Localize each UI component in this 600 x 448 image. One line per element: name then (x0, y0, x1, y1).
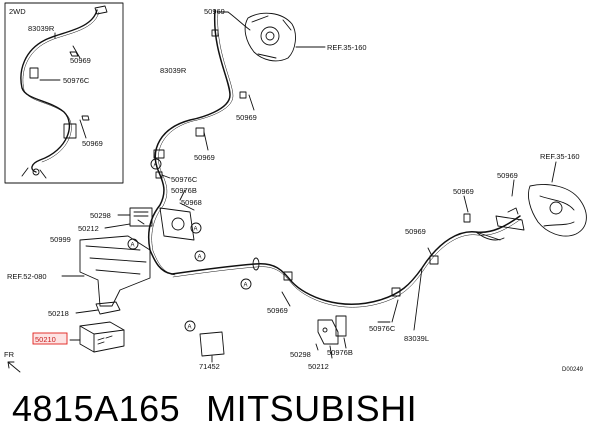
callout-a-main (240, 278, 252, 290)
brand-name: MITSUBISHI (206, 388, 418, 429)
label-inset-83039R: 83039R (28, 24, 55, 33)
label-50976C-bottom: 50976C (369, 324, 396, 333)
inset-clip-a (29, 67, 39, 79)
ref-35-160-right: REF.35-160 (540, 152, 580, 161)
label-inset-50976C: 50976C (63, 76, 90, 85)
callout-a-upper-text: A (154, 163, 158, 169)
ref-35-160-top: REF.35-160 (327, 43, 367, 52)
label-50218: 50218 (48, 309, 69, 318)
bracket-ref-52-080 (79, 235, 151, 307)
inset-clip-b (63, 123, 77, 139)
parts-diagram: 2WD 83039R 50969 50976C 50969 50969 REF.… (4, 2, 587, 373)
label-50969-r2: 50969 (453, 187, 474, 196)
label-50999: 50999 (50, 235, 71, 244)
harness-83039R (148, 9, 231, 275)
label-50969-r3: 50969 (497, 171, 518, 180)
callout-a-center-text: A (198, 255, 202, 261)
bracket-50218 (95, 301, 121, 315)
front-brake-assembly (244, 12, 296, 62)
label-50969-c1: 50969 (236, 113, 257, 122)
label-50210-highlighted[interactable]: 50210 (35, 335, 56, 344)
label-fr: FR (4, 350, 15, 359)
callout-a-lower-text: A (194, 227, 198, 233)
label-50976B-bottom: 50976B (327, 348, 353, 357)
label-50969-m: 50969 (267, 306, 288, 315)
harness-83039L (171, 215, 521, 305)
label-50298-bottom: 50298 (290, 350, 311, 359)
ref-52-080: REF.52-080 (7, 272, 47, 281)
label-50969-r1: 50969 (405, 227, 426, 236)
inset-sensor (32, 168, 40, 176)
label-50298-left: 50298 (90, 211, 111, 220)
callout-a-label-text: A (188, 325, 192, 331)
callout-a-label (184, 320, 196, 332)
bracket-50298-left (129, 207, 153, 227)
diagram-code: D00249 (562, 367, 584, 373)
part-number: 4815A165 (12, 388, 181, 429)
label-top-50969: 50969 (204, 7, 225, 16)
label-inset-50969a: 50969 (70, 56, 91, 65)
inset-label-2wd: 2WD (9, 7, 26, 16)
highlight-box-50210 (32, 332, 68, 345)
label-50212-bottom: 50212 (308, 362, 329, 371)
label-50212-left: 50212 (78, 224, 99, 233)
label-71452: 71452 (199, 362, 220, 371)
inset-harness (20, 9, 98, 173)
junction-connector (159, 207, 195, 241)
label-50969-c2: 50969 (194, 153, 215, 162)
label-inset-50969b: 50969 (82, 139, 103, 148)
label-71452-sticker (199, 331, 225, 357)
grommet (252, 257, 260, 271)
label-50976B-c: 50976B (171, 186, 197, 195)
label-50976C-c: 50976C (171, 175, 198, 184)
callout-a-lower (190, 222, 202, 234)
label-50968-c: 50968 (181, 198, 202, 207)
abs-control-unit (79, 321, 125, 353)
inset-connector (94, 5, 108, 15)
rear-brake-assembly (527, 184, 587, 237)
part-title: 4815A165 MITSUBISHI (12, 388, 417, 430)
label-83039L: 83039L (404, 334, 429, 343)
inset-2wd-frame (4, 2, 124, 184)
callout-a-left-text: A (131, 243, 135, 249)
bracket-50298-right (317, 319, 339, 345)
callout-a-upper (150, 158, 162, 170)
callout-a-center (194, 250, 206, 262)
clip-top (211, 29, 219, 37)
front-arrow (7, 361, 21, 373)
rear-connector (495, 215, 525, 231)
callout-a-main-text: A (244, 283, 248, 289)
label-main-83039R: 83039R (160, 66, 187, 75)
